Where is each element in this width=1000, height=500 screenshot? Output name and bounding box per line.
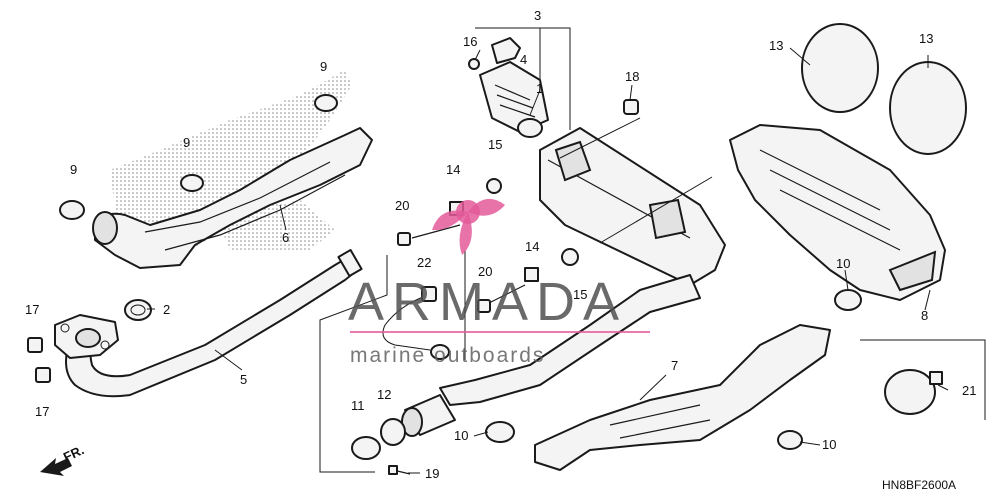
- part-22-o2-sensor: [382, 286, 450, 360]
- part-18-nut: [623, 99, 639, 115]
- part-17-nuts: [27, 337, 51, 383]
- callout-19: 19: [425, 466, 439, 481]
- part-2-gasket: [124, 299, 152, 321]
- callout-labels: 1 2 3 4 5 6 7 8 9 9 9 10 10 10 11 12 13 …: [25, 8, 976, 481]
- callout-8: 8: [921, 308, 928, 323]
- callout-9-c: 9: [70, 162, 77, 177]
- diagram-code: HN8BF2600A: [882, 478, 956, 492]
- callout-20-b: 20: [478, 264, 492, 279]
- callout-17-a: 17: [25, 302, 39, 317]
- callout-4: 4: [520, 52, 527, 67]
- part-12-gasket: [380, 418, 406, 446]
- part-5-exhaust-pipe: [65, 248, 363, 398]
- callout-15-a: 15: [488, 137, 502, 152]
- front-direction-label: FR.: [61, 442, 86, 464]
- leader-lines: [147, 47, 949, 474]
- part-19-bolt: [388, 465, 411, 475]
- callout-3: 3: [534, 8, 541, 23]
- watermark: ARMADA marine outboards: [348, 198, 650, 367]
- watermark-tagline: marine outboards: [350, 344, 545, 367]
- callout-1: 1: [536, 81, 543, 96]
- group-brackets: [319, 27, 713, 473]
- part-11-clamp: [351, 436, 381, 460]
- propeller-logo: [432, 198, 505, 255]
- callout-9-a: 9: [320, 59, 327, 74]
- callout-9-b: 9: [183, 135, 190, 150]
- part-10-clamps: [485, 289, 862, 450]
- part-9-clamps: [59, 94, 338, 220]
- callout-7: 7: [671, 358, 678, 373]
- part-8-muffler-cover: [729, 124, 946, 301]
- callout-13-b: 13: [919, 31, 933, 46]
- callout-2: 2: [163, 302, 170, 317]
- flange-left: [54, 314, 119, 359]
- callout-5: 5: [240, 372, 247, 387]
- callout-17-b: 17: [35, 404, 49, 419]
- muffler: [539, 127, 726, 286]
- callout-18: 18: [625, 69, 639, 84]
- front-direction-arrow: FR.: [40, 442, 86, 476]
- callout-10-a: 10: [836, 256, 850, 271]
- part-21-clamp: [860, 339, 986, 420]
- muffler-inlet-pipe: [401, 274, 701, 437]
- part-20-bolts: [397, 224, 526, 313]
- part-3-spark-arrester: [468, 37, 549, 138]
- callout-22: 22: [417, 255, 431, 270]
- watermark-brand: ARMADA: [348, 272, 627, 332]
- callout-21: 21: [962, 383, 976, 398]
- callout-20-a: 20: [395, 198, 409, 213]
- part-7-heat-guard: [534, 324, 831, 471]
- callout-14-b: 14: [525, 239, 539, 254]
- callout-16: 16: [463, 34, 477, 49]
- callout-14-a: 14: [446, 162, 460, 177]
- callout-6: 6: [282, 230, 289, 245]
- callout-10-c: 10: [822, 437, 836, 452]
- callout-12: 12: [377, 387, 391, 402]
- part-13-band-clamps: [801, 23, 967, 155]
- callout-10-b: 10: [454, 428, 468, 443]
- callout-11: 11: [351, 398, 365, 413]
- callout-13-a: 13: [769, 38, 783, 53]
- callout-15-b: 15: [573, 287, 587, 302]
- part-6-exhaust-manifold: [92, 127, 373, 269]
